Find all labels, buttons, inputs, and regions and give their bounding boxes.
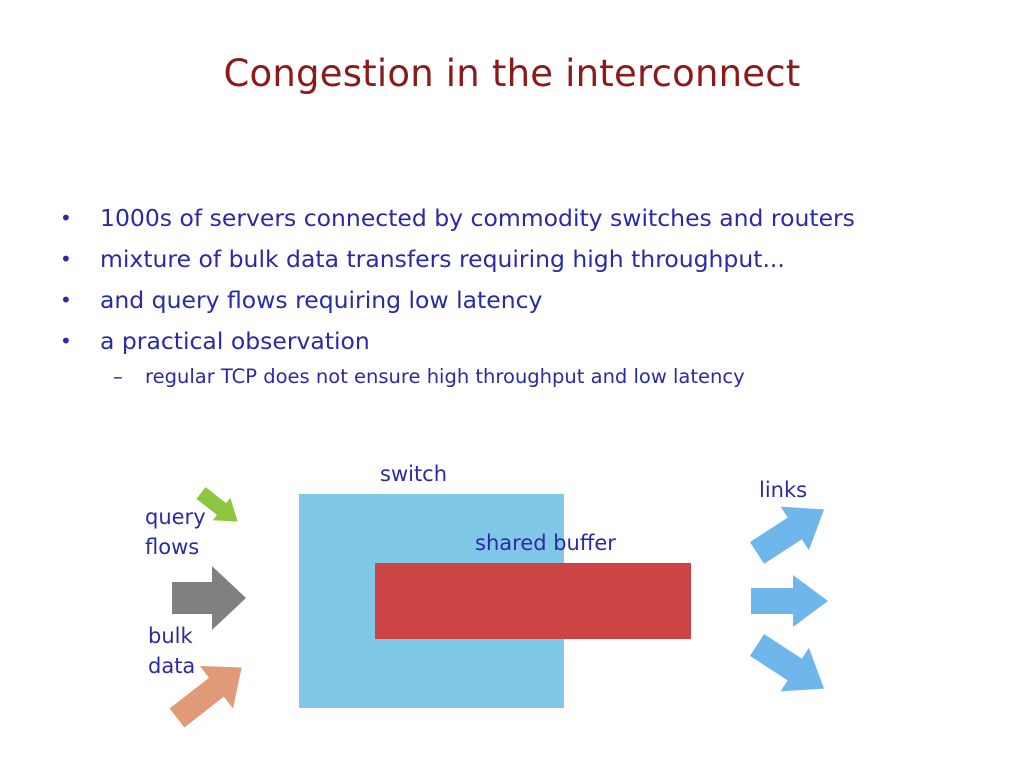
switch-label: switch: [380, 462, 448, 486]
incoming-flow-arrow: [172, 566, 246, 630]
bullet-marker: •: [60, 206, 72, 230]
bullet-text: 1000s of servers connected by commodity …: [100, 204, 855, 232]
bullet-item: • and query flows requiring low latency: [60, 280, 1000, 321]
bullet-item: • a practical observation: [60, 321, 1000, 362]
sub-bullet-marker: –: [113, 365, 123, 388]
shared-buffer-label: shared buffer: [475, 531, 616, 555]
sub-bullet-text: regular TCP does not ensure high through…: [145, 365, 745, 388]
bullet-text: mixture of bulk data transfers requiring…: [100, 245, 785, 273]
bullet-marker: •: [60, 329, 72, 353]
bullet-text: a practical observation: [100, 327, 370, 355]
slide-title: Congestion in the interconnect: [223, 52, 801, 95]
bulk-data-arrow: [169, 665, 242, 728]
sub-bullet-item: – regular TCP does not ensure high throu…: [60, 362, 1000, 394]
bullet-marker: •: [60, 247, 72, 271]
bullet-list: • 1000s of servers connected by commodit…: [60, 198, 1000, 394]
query-label-line2: flows: [145, 535, 200, 559]
link-arrow-right: [751, 575, 828, 627]
bulk-label-line1: bulk: [148, 624, 193, 648]
query-flow-arrow: [192, 481, 247, 533]
bullet-marker: •: [60, 288, 72, 312]
bullet-text: and query flows requiring low latency: [100, 286, 543, 314]
bulk-label-line2: data: [148, 654, 196, 678]
bullet-item: • 1000s of servers connected by commodit…: [60, 198, 1000, 239]
shared-buffer-box: [375, 563, 691, 639]
query-label-line1: query: [145, 505, 206, 529]
link-arrow-up: [749, 506, 825, 564]
link-arrow-down: [749, 634, 825, 692]
links-label: links: [759, 478, 808, 502]
bullet-item: • mixture of bulk data transfers requiri…: [60, 239, 1000, 280]
